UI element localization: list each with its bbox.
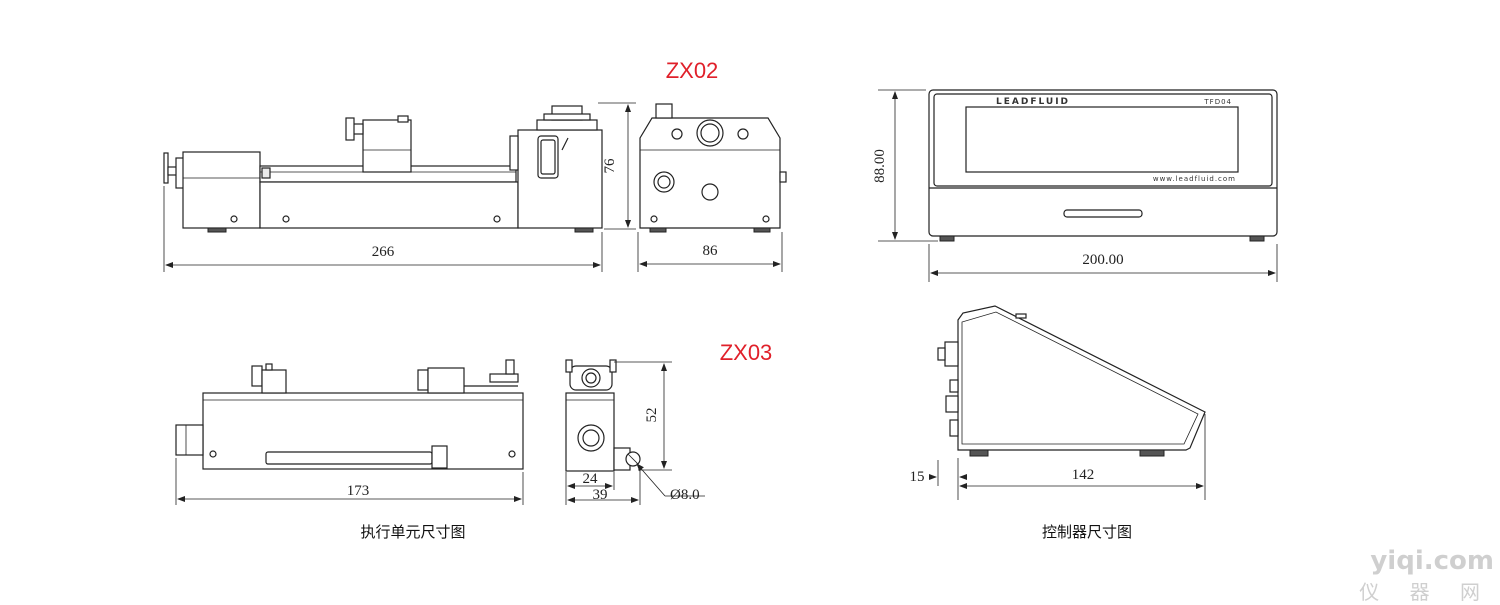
controller-side-view: [937, 305, 1206, 457]
controller-depth-value: 142: [1072, 467, 1095, 483]
controller-display: [965, 106, 1239, 173]
controller-side-connector: [944, 341, 959, 367]
zx03-connector: [175, 424, 204, 456]
zx03-end-view: [565, 359, 641, 472]
controller-height-dimension: 88.00: [872, 89, 938, 242]
zx02-base: [259, 181, 519, 229]
controller-caption: 控制器尺寸图: [1042, 523, 1132, 541]
controller-model: TFD04: [1203, 98, 1232, 106]
controller-offset-dimension: 15: [910, 458, 967, 500]
zx02-clamp-column: [517, 129, 603, 229]
zx02-height-dimension: 76: [598, 102, 636, 230]
zx03-length-dimension: 173: [175, 458, 524, 505]
zx02-end-housing: [639, 117, 781, 229]
controller-depth-dimension: 142: [959, 414, 1206, 500]
zx02-width-value: 86: [703, 243, 719, 259]
controller-width-value: 200.00: [1082, 252, 1123, 268]
controller-front-view: LEADFLUID TFD04 www.leadfluid.com: [928, 89, 1278, 242]
controller-offset-value: 15: [910, 469, 925, 485]
zx03-label: ZX03: [720, 340, 773, 365]
zx02-length-value: 266: [372, 244, 395, 260]
watermark-name: 仪 器 网: [1359, 580, 1492, 604]
zx02-shaft: [163, 152, 169, 184]
zx03-diameter-dimension: Ø8.0: [636, 463, 705, 503]
zx02-side-view: [163, 105, 603, 233]
zx03-slot: [265, 451, 433, 465]
zx03-diameter-value: Ø8.0: [670, 487, 700, 503]
zx03-inner-width-value: 24: [583, 471, 599, 487]
zx02-label: ZX02: [666, 58, 719, 83]
zx03-height-value: 52: [644, 408, 660, 423]
controller-handle: [1063, 209, 1143, 218]
zx03-side-view: [175, 359, 524, 470]
zx02-carriage: [362, 119, 412, 173]
zx03-width-dimensions: 24 39: [565, 470, 641, 505]
actuator-caption: 执行单元尺寸图: [360, 523, 465, 541]
controller-website: www.leadfluid.com: [1153, 175, 1236, 183]
zx02-top-knob: [536, 119, 598, 131]
zx02-width-dimension: 86: [637, 232, 783, 272]
zx03-width-value: 39: [593, 487, 608, 503]
zx02-length-dimension: 266: [163, 186, 603, 272]
watermark-site: yiqi.com: [1370, 546, 1494, 576]
zx02-height-value: 76: [602, 158, 618, 174]
zx02-motor-block: [182, 151, 261, 229]
controller-side-housing: [957, 305, 1206, 451]
zx03-length-value: 173: [347, 483, 370, 499]
controller-width-dimension: 200.00: [928, 244, 1278, 282]
controller-height-value: 88.00: [872, 149, 888, 183]
controller-brand: LEADFLUID: [996, 97, 1070, 107]
zx02-end-view: [639, 103, 787, 233]
